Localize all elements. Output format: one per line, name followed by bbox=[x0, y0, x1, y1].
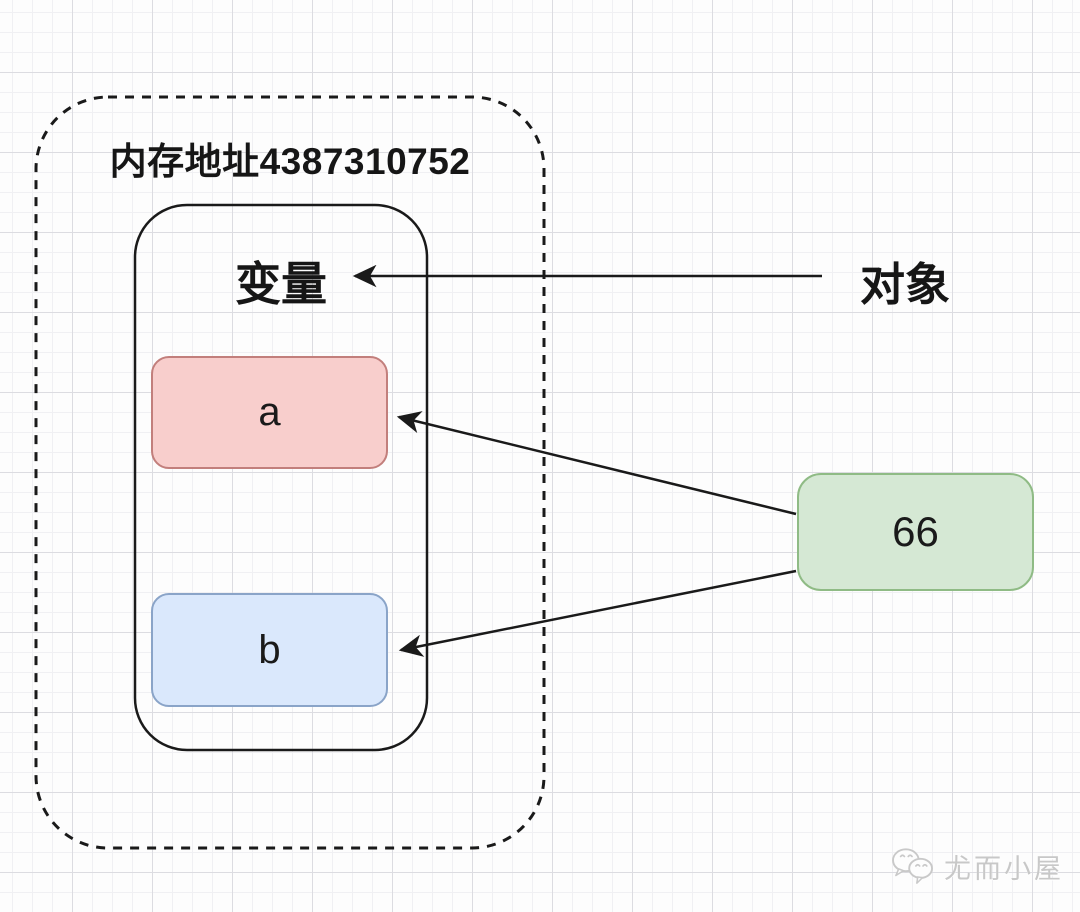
arrow-66-to-b bbox=[398, 569, 797, 657]
object-value-box: 66 bbox=[797, 473, 1034, 591]
arrow-66-to-a bbox=[396, 411, 797, 516]
object-label: 对象 bbox=[860, 259, 951, 310]
memory-region-dashed-border bbox=[34, 95, 546, 850]
variable-container-label: 变量 bbox=[235, 258, 327, 310]
watermark: 尤而小屋 bbox=[890, 846, 1064, 886]
variable-a-label: a bbox=[258, 390, 281, 434]
watermark-text: 尤而小屋 bbox=[944, 853, 1064, 884]
variable-b-label: b bbox=[258, 627, 281, 672]
wechat-chat-bubbles-icon bbox=[892, 848, 933, 884]
variable-box-b: b bbox=[151, 593, 388, 707]
memory-address-label: 内存地址4387310752 bbox=[109, 141, 471, 182]
variable-box-a: a bbox=[151, 356, 388, 469]
object-value-label: 66 bbox=[892, 508, 939, 555]
